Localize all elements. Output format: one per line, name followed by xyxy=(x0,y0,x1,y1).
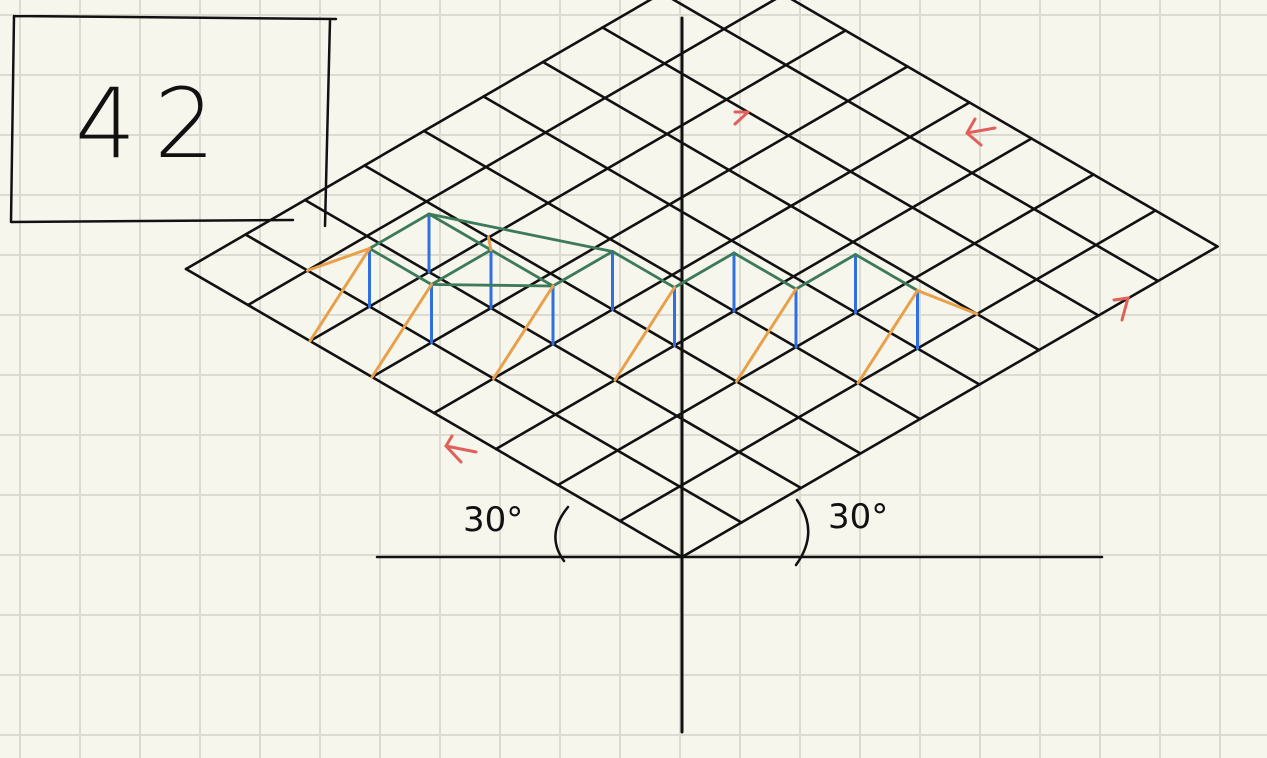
slanted-edge xyxy=(735,287,798,383)
direction-markers xyxy=(444,110,1131,464)
isometric-grid xyxy=(184,0,1219,559)
grid-line xyxy=(422,129,922,421)
grid-line xyxy=(482,95,981,386)
grid-line xyxy=(370,65,909,379)
top-edge xyxy=(430,248,493,286)
left-angle-arc xyxy=(554,505,570,563)
slanted-edge xyxy=(492,284,555,380)
page-number-box: 42 xyxy=(9,14,338,228)
step-structure xyxy=(306,212,979,385)
top-edge xyxy=(673,251,736,289)
top-edge xyxy=(368,247,433,286)
grid-line xyxy=(601,26,1100,317)
top-edge xyxy=(427,212,493,252)
top-edge xyxy=(489,248,555,288)
page-number: 42 xyxy=(75,68,233,180)
grid-line xyxy=(308,29,847,343)
grid-line xyxy=(432,101,971,415)
grid-line xyxy=(184,0,653,271)
left-angle-label: 30° xyxy=(463,500,523,540)
top-edge xyxy=(794,253,857,291)
grid-line xyxy=(556,173,1095,487)
grid-line xyxy=(246,0,777,307)
top-edge xyxy=(430,283,555,288)
arrow-marker-icon xyxy=(1112,296,1131,322)
slanted-edge xyxy=(306,247,371,272)
grid-line xyxy=(494,137,1033,451)
angle-annotations: 30° 30° xyxy=(463,497,888,567)
grid-line xyxy=(790,0,1219,248)
slanted-edge xyxy=(370,283,433,379)
right-angle-arc xyxy=(794,498,810,567)
axes xyxy=(375,16,1104,734)
top-edge xyxy=(368,212,431,250)
top-edge xyxy=(611,250,676,289)
slanted-edge xyxy=(856,289,919,385)
grid-line xyxy=(671,0,1160,283)
arrow-marker-icon xyxy=(965,117,997,147)
top-edge xyxy=(854,253,919,292)
slanted-edge xyxy=(613,286,676,382)
grid-line xyxy=(541,60,1041,352)
grid-line xyxy=(184,267,684,559)
grid-line xyxy=(618,209,1157,523)
top-edge xyxy=(551,250,614,288)
slanted-edge xyxy=(916,289,979,316)
top-edge xyxy=(427,212,614,253)
slanted-edge xyxy=(487,236,493,252)
arrow-marker-icon xyxy=(733,110,750,126)
arrow-marker-icon xyxy=(444,434,478,464)
top-edge xyxy=(732,251,798,291)
right-angle-label: 30° xyxy=(828,497,888,537)
slanted-edge xyxy=(308,247,371,343)
